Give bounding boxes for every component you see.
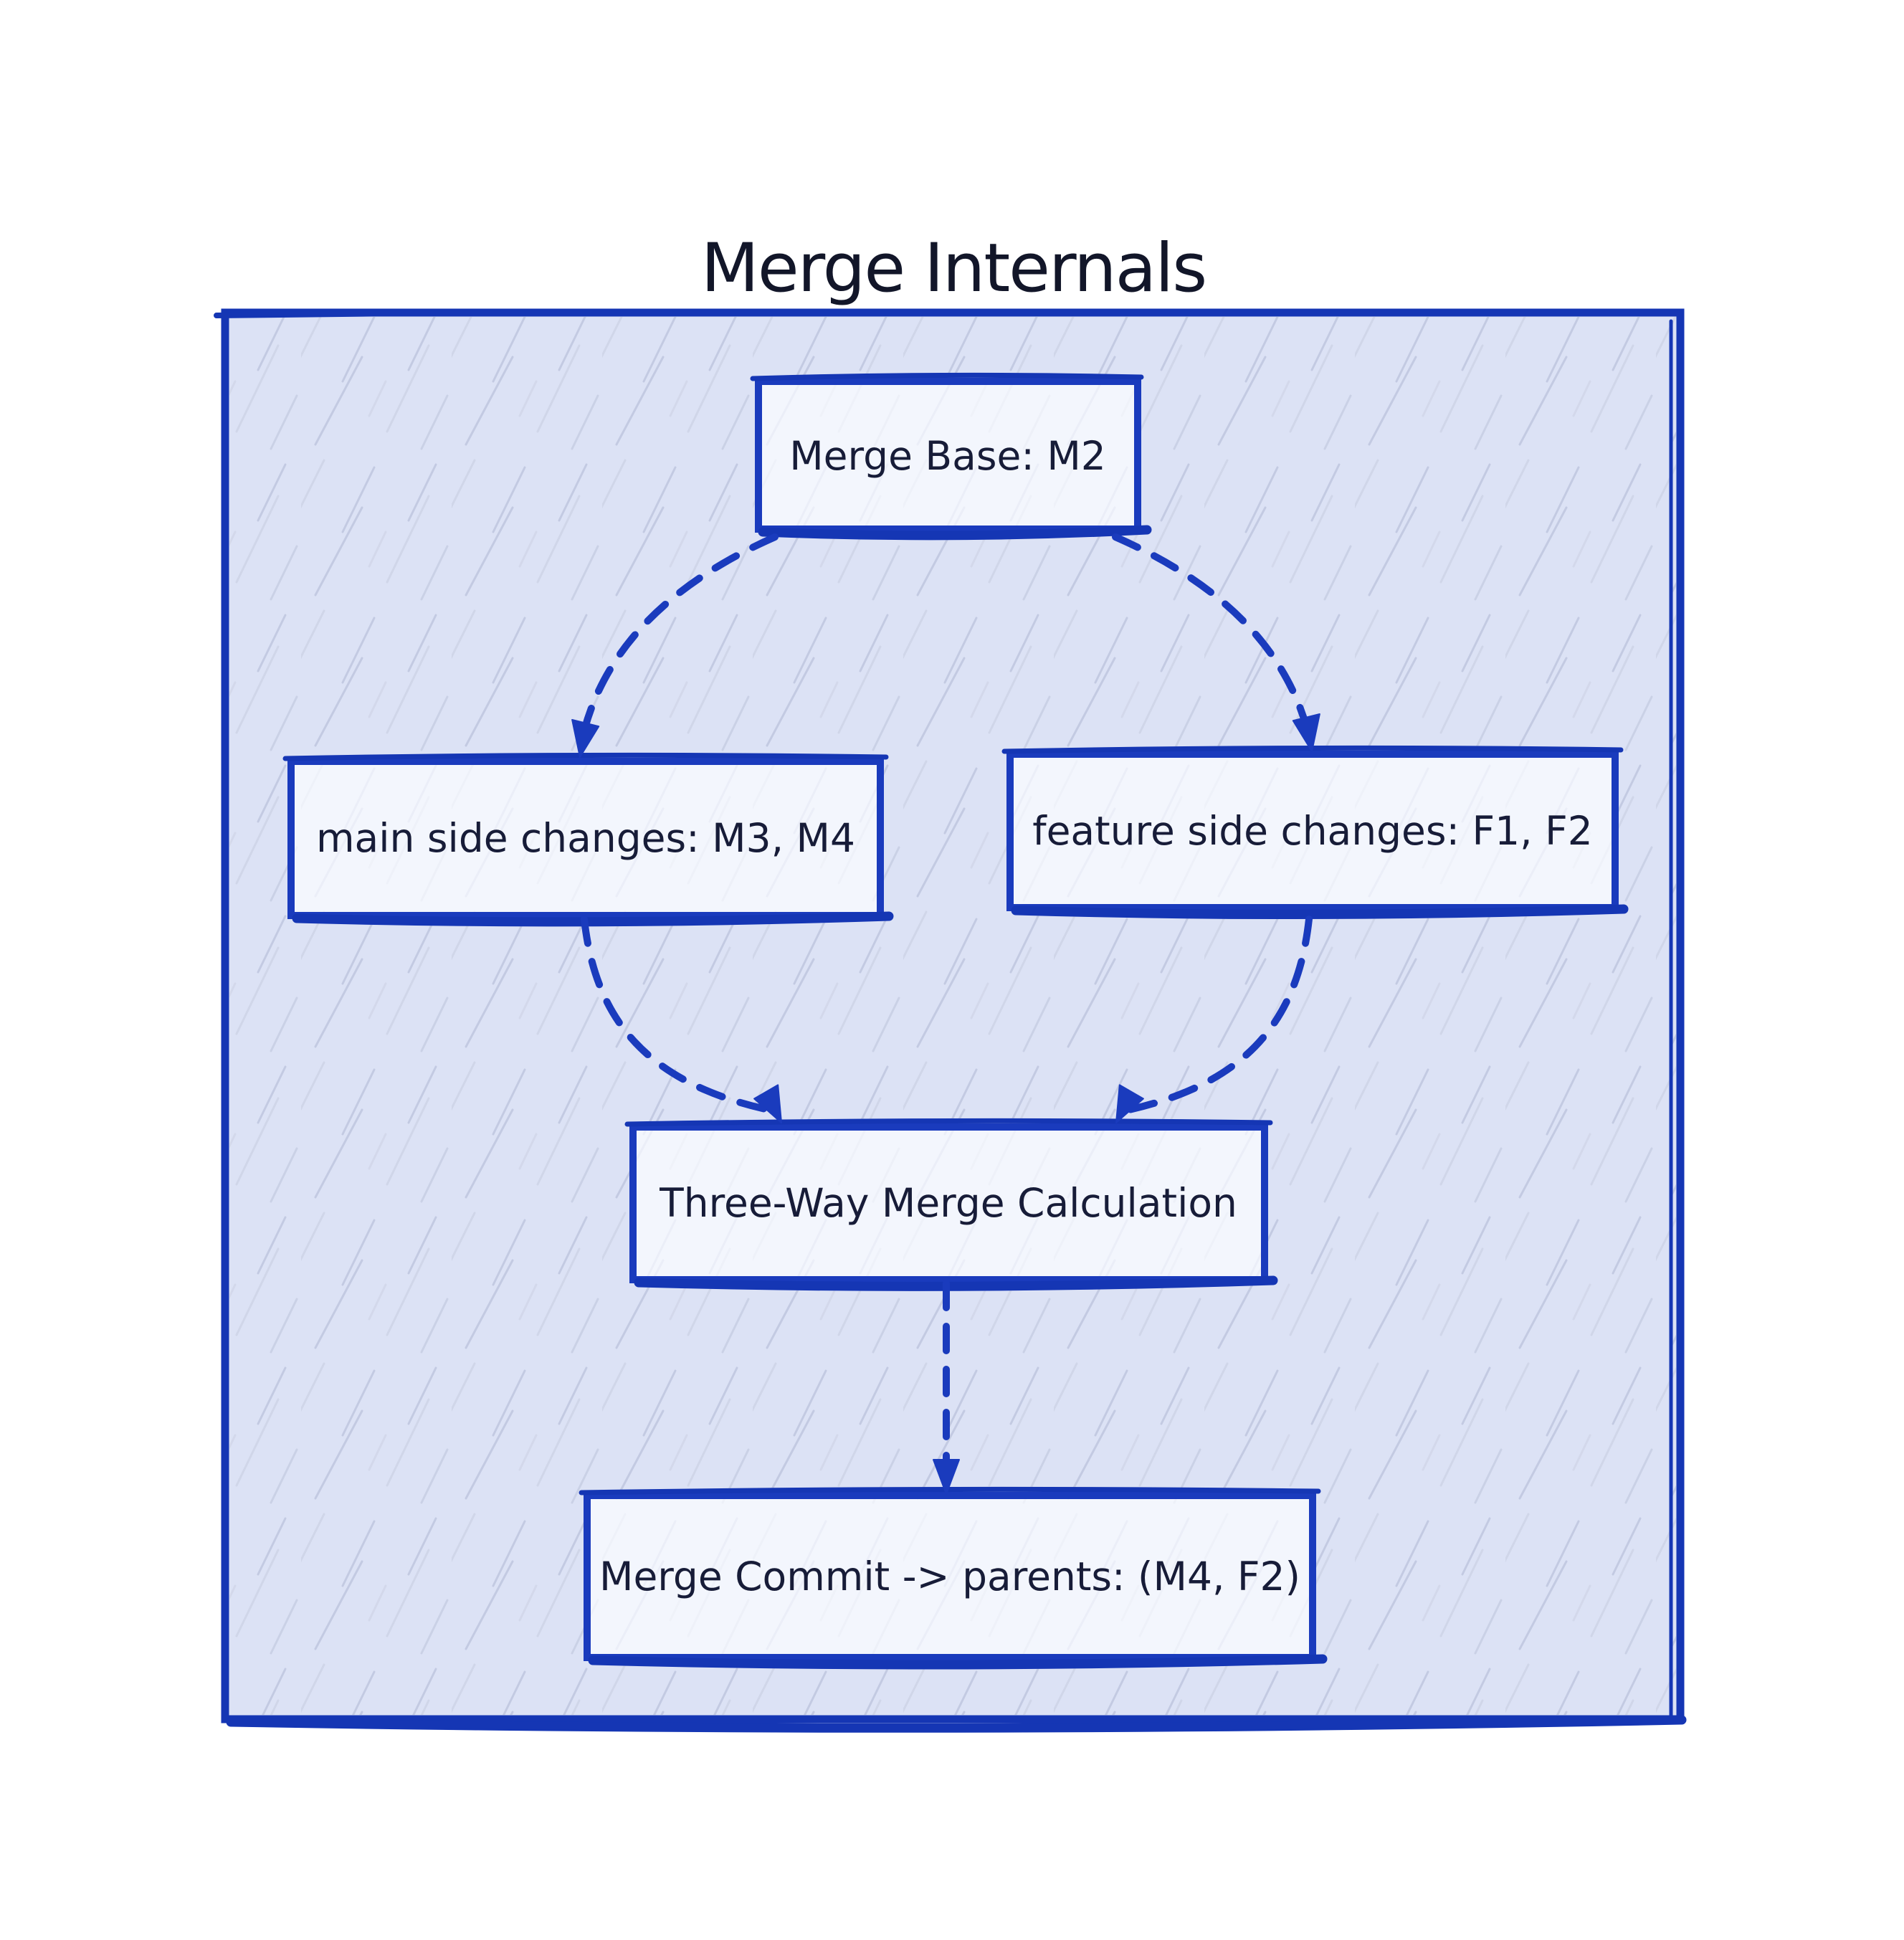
- sketch-accent: [226, 1715, 1687, 1733]
- arrowhead-down-icon: [933, 1459, 960, 1495]
- edge-feature-side-to-three-way: [1115, 916, 1313, 1123]
- node-merge-commit: Merge Commit -> parents: (M4, F2): [579, 1486, 1328, 1670]
- arrowhead-down-icon: [753, 1084, 782, 1123]
- edge-three-way-to-merge-commit: [933, 1280, 960, 1495]
- sketch-accent: [579, 1486, 1321, 1496]
- sketch-accent: [214, 310, 404, 318]
- sketch-accent: [1011, 904, 1629, 920]
- sketch-accent: [634, 1275, 1278, 1291]
- node-feature-side: feature side changes: F1, F2: [1001, 745, 1629, 920]
- nodes: Merge Base: M2 main side changes: M3, M4…: [282, 372, 1629, 1670]
- sketch-accent: [588, 1654, 1328, 1670]
- node-merge-commit-box: [584, 1492, 1316, 1661]
- arrowhead-down-icon: [571, 718, 600, 758]
- sketch-accent: [758, 525, 1152, 541]
- arrowhead-down-icon: [1292, 713, 1320, 752]
- node-main-side: main side changes: M3, M4: [282, 752, 894, 927]
- edge-merge-base-to-feature-side-path: [1112, 533, 1315, 749]
- node-feature-side-label: feature side changes: F1, F2: [1032, 808, 1593, 854]
- edge-main-side-to-three-way-path: [581, 916, 772, 1113]
- edge-merge-base-to-feature-side: [1112, 533, 1320, 752]
- node-merge-base-box: [755, 378, 1141, 533]
- page-title: Merge Internals: [701, 229, 1206, 308]
- hatch-overlay: [229, 317, 1676, 1715]
- node-merge-base: Merge Base: M2: [750, 372, 1152, 541]
- node-main-side-box: [287, 758, 884, 919]
- node-feature-side-box: [1006, 751, 1619, 911]
- container-sketch-accents: [214, 310, 1687, 1733]
- sketch-accent: [624, 1118, 1273, 1127]
- edge-feature-side-to-three-way-path: [1125, 916, 1313, 1113]
- node-three-way: Three-Way Merge Calculation: [624, 1118, 1278, 1291]
- edge-merge-base-to-main-side: [571, 533, 779, 758]
- edge-main-side-to-three-way: [581, 916, 782, 1123]
- sketch-accent: [292, 911, 894, 927]
- node-three-way-label: Three-Way Merge Calculation: [659, 1180, 1237, 1226]
- node-merge-commit-label: Merge Commit -> parents: (M4, F2): [599, 1554, 1300, 1599]
- node-main-side-label: main side changes: M3, M4: [316, 815, 855, 861]
- node-three-way-box: [629, 1123, 1268, 1283]
- edges: [571, 533, 1320, 1495]
- node-merge-base-label: Merge Base: M2: [789, 433, 1106, 479]
- arrowhead-down-icon: [1115, 1084, 1144, 1123]
- edge-merge-base-to-main-side-path: [577, 533, 779, 749]
- sketch-accent: [750, 372, 1144, 381]
- sketch-accent: [282, 752, 889, 761]
